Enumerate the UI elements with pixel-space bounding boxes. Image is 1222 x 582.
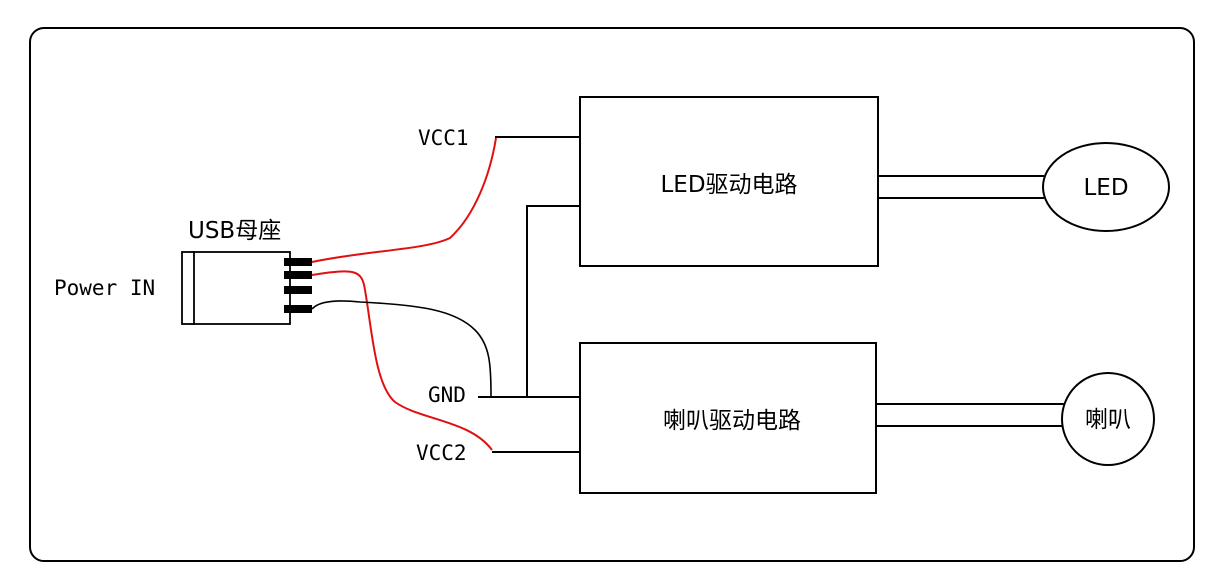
vcc2-wire (311, 270, 493, 451)
vcc2-label: VCC2 (416, 441, 467, 465)
usb-socket (181, 251, 312, 325)
usb-socket-body (191, 251, 291, 325)
speaker-label: 喇叭 (1085, 407, 1131, 433)
usb-socket-label: USB母座 (188, 218, 281, 244)
usb-pin-1 (284, 258, 312, 266)
speaker-driver-label: 喇叭驱动电路 (663, 408, 801, 434)
gnd-wire (311, 300, 492, 397)
vcc1-wire (311, 137, 497, 263)
led-label: LED (1083, 175, 1128, 201)
gnd-label: GND (428, 383, 466, 407)
gnd-to-led-line (526, 205, 580, 397)
usb-pin-4 (284, 305, 312, 313)
usb-socket-flange (181, 251, 195, 325)
speaker-driver-box (579, 342, 877, 494)
led-driver-box (579, 96, 879, 267)
led-driver-label: LED驱动电路 (660, 172, 797, 198)
power-in-label: Power IN (54, 276, 155, 300)
led-node (1042, 142, 1170, 232)
vcc1-label: VCC1 (418, 126, 469, 150)
usb-pin-2 (284, 271, 312, 279)
speaker-node (1061, 372, 1155, 466)
outer-frame (29, 27, 1195, 562)
usb-pin-3 (284, 286, 312, 294)
